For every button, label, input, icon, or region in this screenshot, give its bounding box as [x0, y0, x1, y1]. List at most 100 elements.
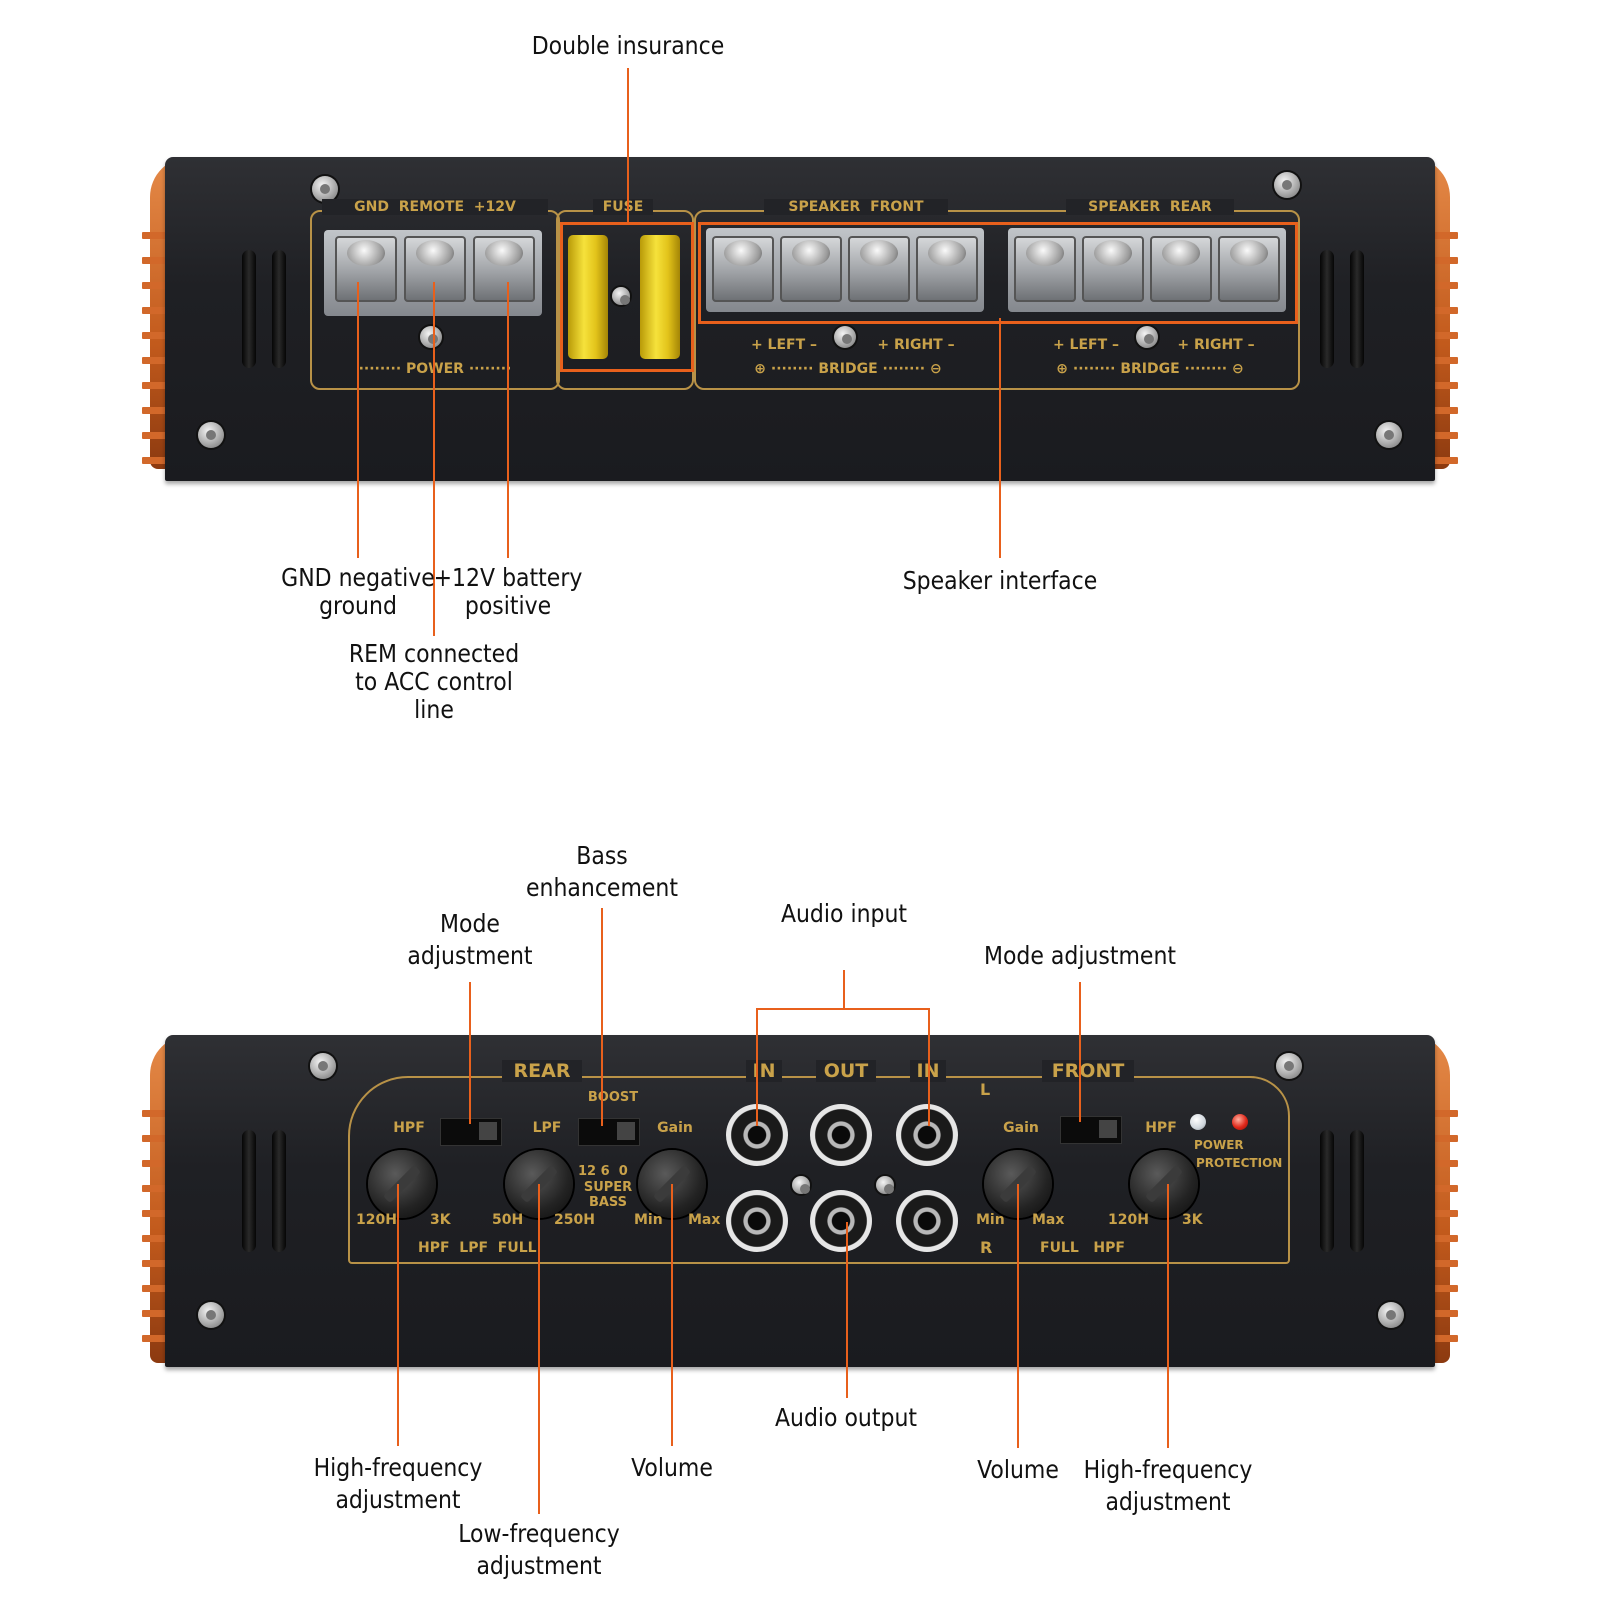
- heatsink-fin: [1434, 1185, 1458, 1192]
- protection-led-label: PROTECTION: [1196, 1156, 1283, 1170]
- heatsink-fin: [1434, 357, 1458, 364]
- front-mode-switch[interactable]: [1060, 1116, 1122, 1144]
- leader-line: [756, 1008, 930, 1010]
- rear-lpf-250-label: 250H: [554, 1212, 595, 1228]
- rear-left-label: + LEFT –: [1052, 337, 1120, 353]
- speaker-terminal[interactable]: [1150, 236, 1212, 302]
- hf-left-callout-line2: adjustment: [335, 1485, 461, 1514]
- speaker-terminal[interactable]: [1014, 236, 1076, 302]
- heatsink-fin: [142, 1185, 166, 1192]
- remote-terminal[interactable]: [404, 236, 466, 302]
- heatsink-fin: [142, 257, 166, 264]
- rca-input-right-top[interactable]: [896, 1104, 958, 1166]
- v12-callout-line2: positive: [464, 591, 552, 620]
- leader-line: [756, 1008, 758, 1126]
- channel-r-label: R: [980, 1238, 993, 1257]
- fuse-header-label: FUSE: [593, 199, 653, 215]
- rca-output-bottom[interactable]: [810, 1190, 872, 1252]
- screw-icon: [1376, 422, 1402, 448]
- bass-callout-line1: Bass: [576, 841, 628, 870]
- heatsink-fin: [1434, 382, 1458, 389]
- screw-icon: [312, 176, 338, 202]
- front-hpf-3k-label: 3K: [1182, 1212, 1203, 1228]
- heatsink-fin: [1434, 1235, 1458, 1242]
- heatsink-fin: [142, 332, 166, 339]
- rca-input-right-bottom[interactable]: [896, 1190, 958, 1252]
- front-section-label: FRONT: [1042, 1060, 1134, 1082]
- rear-mode-switch[interactable]: [440, 1118, 502, 1146]
- rear-bridge-label: ⊕ ········ BRIDGE ········ ⊖: [1056, 361, 1244, 377]
- speaker-terminal[interactable]: [712, 236, 774, 302]
- mode-left-callout-line1: Mode: [440, 909, 500, 938]
- screw-icon: [612, 287, 630, 305]
- vent-slot: [1320, 250, 1334, 368]
- heatsink-fin: [1434, 232, 1458, 239]
- gnd-callout-line1: GND negative: [281, 563, 435, 592]
- gnd-terminal[interactable]: [335, 236, 397, 302]
- speaker-terminal[interactable]: [1218, 236, 1280, 302]
- channel-l-label: L: [980, 1080, 991, 1099]
- speaker-highlight-box: [698, 222, 1298, 324]
- plus12v-terminal[interactable]: [473, 236, 535, 302]
- front-gain-min-label: Min: [976, 1212, 1005, 1228]
- speaker-terminal[interactable]: [780, 236, 842, 302]
- heatsink-fin: [1434, 1160, 1458, 1167]
- rca-input-left-bottom[interactable]: [726, 1190, 788, 1252]
- leader-line: [999, 318, 1001, 558]
- heatsink-fin: [1434, 407, 1458, 414]
- front-hpf-knob[interactable]: [1130, 1150, 1198, 1218]
- heatsink-fin: [142, 282, 166, 289]
- screw-icon: [876, 1176, 894, 1194]
- heatsink-fin: [142, 1160, 166, 1167]
- heatsink-fin: [1434, 282, 1458, 289]
- vent-slot: [272, 250, 286, 368]
- leader-line: [843, 970, 845, 1008]
- leader-line: [671, 1184, 673, 1446]
- leader-line: [1167, 1184, 1169, 1448]
- speaker-terminal[interactable]: [916, 236, 978, 302]
- speaker-terminal[interactable]: [1082, 236, 1144, 302]
- double-insurance-callout: Double insurance: [531, 31, 725, 60]
- heatsink-fin: [1434, 1110, 1458, 1117]
- front-hpf-label: HPF: [1145, 1120, 1177, 1136]
- front-hpf-120-label: 120H: [1108, 1212, 1149, 1228]
- heatsink-fin: [142, 1260, 166, 1267]
- speaker-terminal[interactable]: [848, 236, 910, 302]
- rca-output-top[interactable]: [810, 1104, 872, 1166]
- fuse-1[interactable]: [568, 235, 608, 359]
- leader-line: [928, 1008, 930, 1126]
- screw-icon: [310, 1053, 336, 1079]
- rear-gain-max-label: Max: [688, 1212, 721, 1228]
- leader-line: [538, 1184, 540, 1514]
- gnd-callout-line2: ground: [319, 591, 397, 620]
- rem-callout-line2: to ACC control: [355, 667, 513, 696]
- front-gain-label: Gain: [1003, 1120, 1039, 1136]
- heatsink-fin: [142, 457, 166, 464]
- rear-hpf-120-label: 120H: [356, 1212, 397, 1228]
- fuse-2[interactable]: [640, 235, 680, 359]
- lf-callout-line2: adjustment: [476, 1551, 602, 1580]
- vent-slot: [242, 1130, 256, 1252]
- screw-icon: [1136, 326, 1158, 348]
- front-mode-labels: FULL HPF: [1040, 1240, 1125, 1256]
- leader-line: [846, 1222, 848, 1398]
- input-left-label: IN: [746, 1060, 782, 1082]
- v12-callout-line1: +12V battery: [433, 563, 583, 592]
- screw-icon: [834, 326, 856, 348]
- heatsink-fin: [1434, 1285, 1458, 1292]
- leader-line: [601, 908, 603, 1126]
- leader-line: [507, 282, 509, 558]
- bass-callout-line2: enhancement: [525, 873, 679, 902]
- heatsink-fin: [1434, 1135, 1458, 1142]
- bass-boost-switch[interactable]: [578, 1118, 640, 1146]
- heatsink-fin: [142, 1335, 166, 1342]
- rear-mode-labels: HPF LPF FULL: [418, 1240, 537, 1256]
- rear-hpf-knob[interactable]: [368, 1150, 436, 1218]
- heatsink-fin: [1434, 457, 1458, 464]
- audio-output-callout: Audio output: [774, 1403, 918, 1432]
- screw-icon: [1378, 1302, 1404, 1328]
- mode-left-callout-line2: adjustment: [407, 941, 533, 970]
- heatsink-fin: [142, 1110, 166, 1117]
- heatsink-fin: [1434, 257, 1458, 264]
- leader-line: [1079, 982, 1081, 1122]
